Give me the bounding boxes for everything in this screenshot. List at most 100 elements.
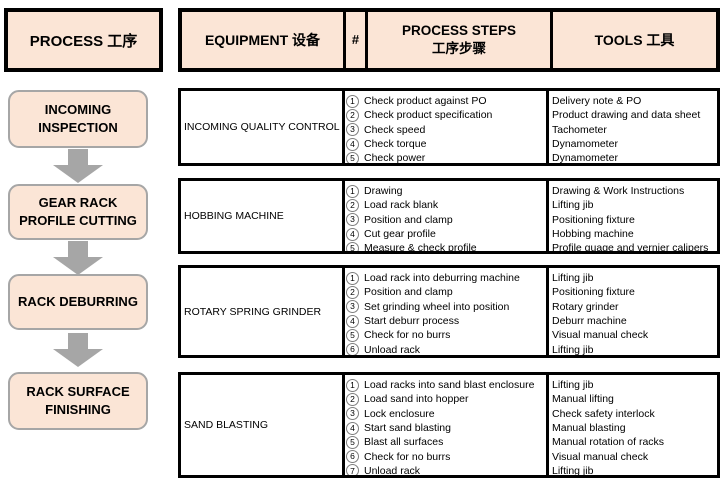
step-number-badge: 5: [346, 151, 359, 163]
step-text: Lock enclosure: [364, 407, 435, 420]
step-line: 2 Load sand into hopper: [345, 392, 546, 406]
step-text: Blast all surfaces: [364, 436, 444, 449]
step-number-badge: 2: [346, 198, 359, 212]
step-number-badge: 5: [346, 241, 359, 251]
step-number-badge: 1: [346, 378, 359, 392]
arrow-head: [53, 165, 103, 183]
step-number-badge: 6: [346, 343, 359, 355]
step-line: 2 Position and clamp: [345, 285, 546, 299]
step-text: Check product against PO: [364, 95, 487, 108]
flow-down-arrow-icon: [53, 333, 103, 367]
flow-down-arrow-icon: [53, 149, 103, 183]
arrow-stem: [68, 241, 88, 257]
step-text: Start sand blasting: [364, 422, 451, 435]
tool-text: Lifting jib: [552, 199, 594, 212]
step-text: Load racks into sand blast enclosure: [364, 379, 535, 392]
step-number-badge: 4: [346, 314, 359, 328]
arrow-head: [53, 257, 103, 275]
tool-text: Tachometer: [552, 123, 607, 136]
tools-column-header: TOOLS 工具: [550, 12, 716, 68]
step-line: 3 Position and clamp: [345, 213, 546, 227]
number-column-header: #: [343, 12, 365, 68]
step-line: 5 Check power: [345, 151, 546, 163]
tool-text: Check safety interlock: [552, 407, 655, 420]
step-text: Check speed: [364, 123, 426, 136]
step-number-badge: 5: [346, 328, 359, 342]
step-text: Start deburr process: [364, 315, 460, 328]
step-text: Drawing: [364, 185, 403, 198]
tool-text: Deburr machine: [552, 315, 627, 328]
step-number-badge: 3: [346, 300, 359, 314]
flow-step-gear-rack-profile-cutting: GEAR RACK PROFILE CUTTING: [8, 184, 148, 240]
step-line: 3 Set grinding wheel into position: [345, 300, 546, 314]
tool-text: Hobbing machine: [552, 228, 634, 241]
step-line: 1 Drawing: [345, 184, 546, 198]
process-column-header: PROCESS 工序: [4, 8, 163, 72]
step-text: Load sand into hopper: [364, 393, 469, 406]
tool-text: Manual rotation of racks: [552, 436, 665, 449]
flow-step-rack-surface-finishing: RACK SURFACE FINISHING: [8, 372, 148, 430]
step-number-badge: 3: [346, 213, 359, 227]
equipment-cell: SAND BLASTING: [184, 419, 269, 431]
step-line: 1 Load rack into deburring machine: [345, 271, 546, 285]
step-number-badge: 2: [346, 285, 359, 299]
flow-step-rack-deburring: RACK DEBURRING: [8, 274, 148, 330]
step-number-badge: 2: [346, 392, 359, 406]
step-text: Load rack blank: [364, 199, 439, 212]
step-number-badge: 1: [346, 271, 359, 285]
tool-text: Dynamometer: [552, 152, 618, 163]
equipment-column-header: EQUIPMENT 设备: [204, 31, 321, 48]
process-steps-column-header: PROCESS STEPS 工序步骤: [365, 12, 550, 68]
step-text: Set grinding wheel into position: [364, 300, 510, 313]
arrow-stem: [68, 149, 88, 165]
step-line: 3 Lock enclosure: [345, 407, 546, 421]
tool-text: Lifting jib: [552, 343, 594, 355]
tool-text: Drawing & Work Instructions: [552, 185, 685, 198]
flow-down-arrow-icon: [53, 241, 103, 275]
step-line: 4 Start deburr process: [345, 314, 546, 328]
step-line: 2 Load rack blank: [345, 198, 546, 212]
step-number-badge: 4: [346, 421, 359, 435]
equipment-cell: HOBBING MACHINE: [184, 210, 284, 222]
tool-text: Positioning fixture: [552, 213, 635, 226]
step-text: Unload rack: [364, 464, 421, 475]
step-text: Load rack into deburring machine: [364, 272, 520, 285]
step-number-badge: 4: [346, 137, 359, 151]
step-number-badge: 3: [346, 407, 359, 421]
step-number-badge: 1: [346, 184, 359, 198]
steps-list: 1 Load rack into deburring machine 2 Positi…: [342, 268, 546, 355]
step-number-badge: 4: [346, 227, 359, 241]
tool-text: Lifting jib: [552, 464, 594, 475]
step-text: Check product specification: [364, 109, 493, 122]
step-number-badge: 2: [346, 108, 359, 122]
step-text: Position and clamp: [364, 286, 453, 299]
step-number-badge: 3: [346, 123, 359, 137]
step-line: 3 Check speed: [345, 123, 546, 137]
tool-text: Manual lifting: [552, 393, 614, 406]
arrow-stem: [68, 333, 88, 349]
step-line: 1 Load racks into sand blast enclosure: [345, 378, 546, 392]
tool-text: Lifting jib: [552, 272, 594, 285]
step-text: Measure & check profile: [364, 242, 477, 251]
tool-text: Rotary grinder: [552, 300, 619, 313]
step-text: Position and clamp: [364, 213, 453, 226]
tool-text: Product drawing and data sheet: [552, 109, 701, 122]
step-text: Check power: [364, 152, 426, 163]
step-line: 4 Start sand blasting: [345, 421, 546, 435]
step-text: Check for no burrs: [364, 450, 451, 463]
table-row: HOBBING MACHINE 1 Drawing 2 Load rack blank…: [178, 178, 720, 254]
table-row: SAND BLASTING 1 Load racks into sand blas…: [178, 372, 720, 478]
